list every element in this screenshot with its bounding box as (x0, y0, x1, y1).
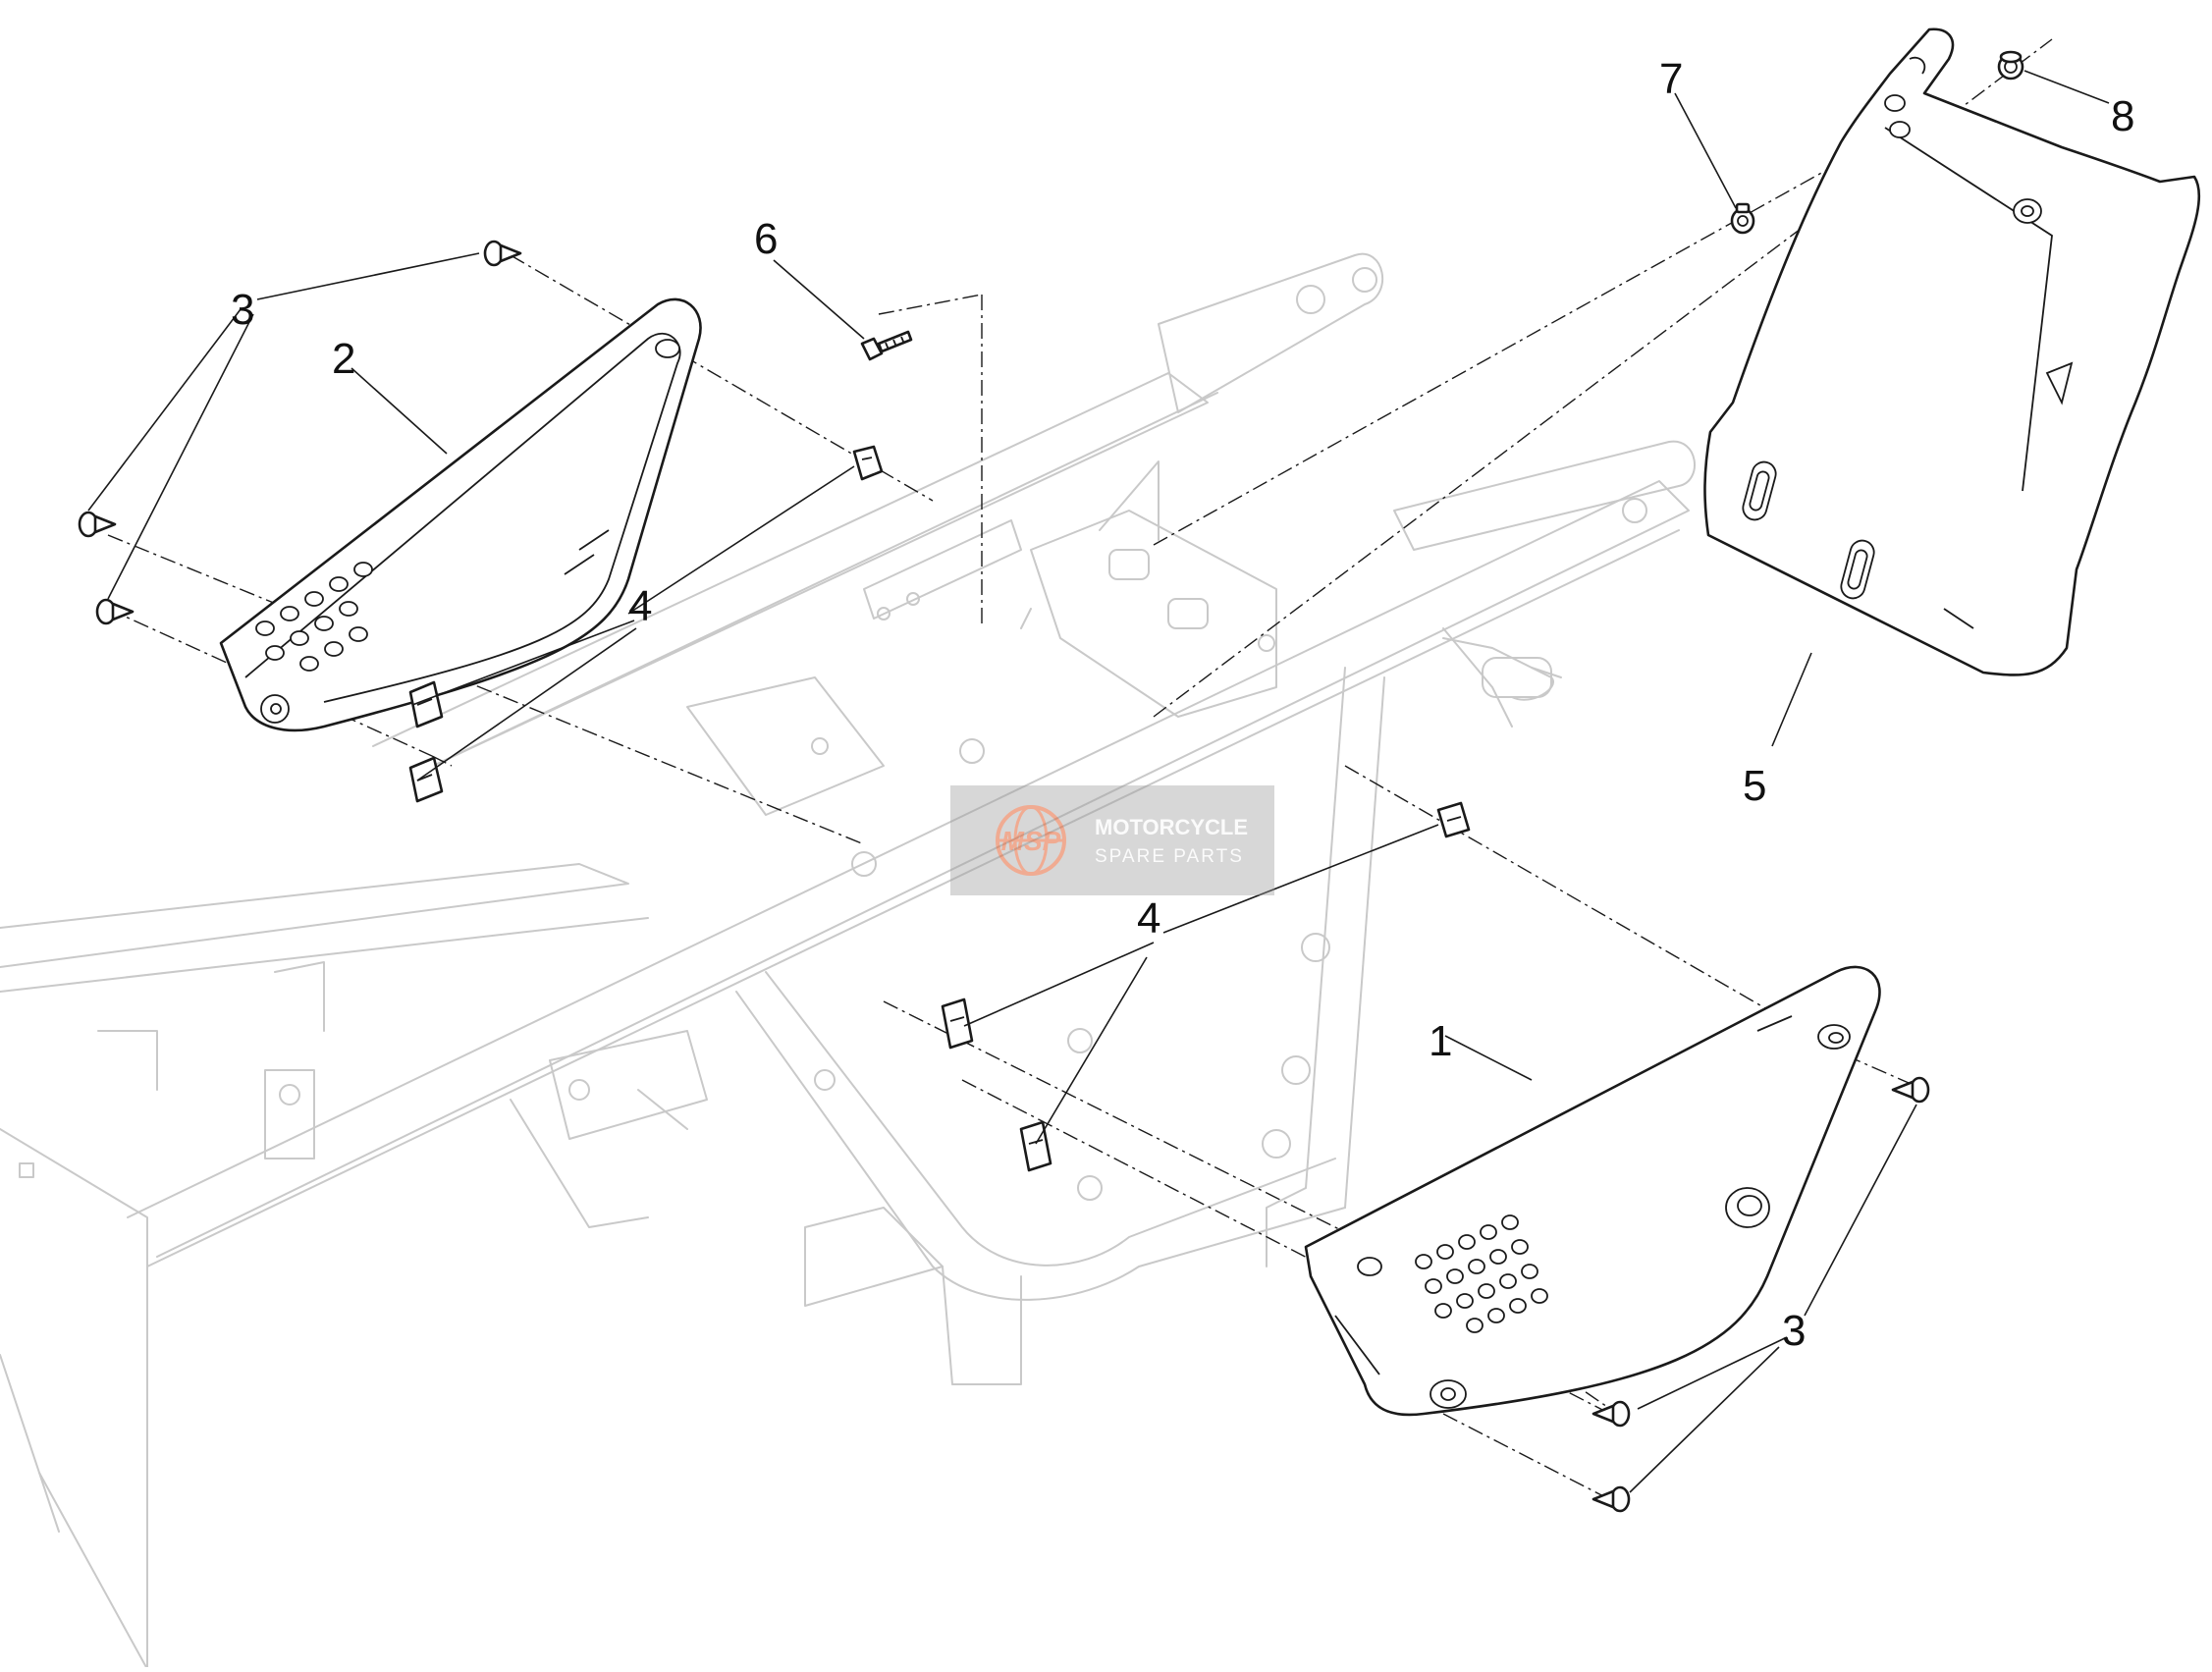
assembly-line (431, 755, 453, 767)
watermark-logo-text: MSP (1001, 826, 1061, 856)
motorcycle-frame (0, 252, 1696, 1670)
watermark: MSP MOTORCYCLE SPARE PARTS (950, 785, 1274, 895)
vent-holes (1415, 1214, 1548, 1333)
screw-icon (1592, 1400, 1631, 1428)
screw-icon (1592, 1485, 1631, 1513)
clip-icon (852, 445, 884, 481)
callout-6: 6 (754, 215, 778, 263)
callout-1: 1 (1429, 1017, 1452, 1065)
watermark-line1: MOTORCYCLE (1095, 815, 1248, 839)
clip-icon (1436, 801, 1471, 838)
side-cover-right[interactable] (1304, 965, 1881, 1417)
screw-icon (78, 511, 117, 538)
screw-icon (95, 598, 135, 625)
msp-logo-icon: MSP (996, 805, 1066, 876)
assembly-line (1153, 38, 2053, 718)
callout-3-left: 3 (231, 286, 254, 334)
assembly-line (1442, 1413, 1616, 1503)
callout-4-upper: 4 (628, 582, 652, 630)
callout-3-right: 3 (1782, 1307, 1806, 1355)
screw-icon (483, 240, 522, 267)
vent-holes (255, 562, 373, 672)
screws-left[interactable] (78, 240, 522, 625)
clip-icon (1019, 1120, 1052, 1172)
watermark-line2: SPARE PARTS (1095, 846, 1244, 867)
screw-icon (1891, 1076, 1930, 1104)
bush-8[interactable] (1997, 50, 2024, 81)
assembly-line (878, 294, 983, 315)
callout-2: 2 (332, 335, 355, 383)
clip-icon (408, 680, 444, 728)
callout-7: 7 (1659, 55, 1683, 103)
rear-shield-plate[interactable] (1703, 27, 2201, 676)
bolt-6[interactable] (860, 330, 913, 361)
side-cover-left[interactable] (219, 297, 702, 732)
assembly-line (1153, 136, 1886, 546)
assembly-line (107, 534, 865, 845)
callout-5: 5 (1743, 762, 1766, 810)
screws-right[interactable] (1592, 1076, 1930, 1513)
nut-7[interactable] (1730, 202, 1755, 235)
callout-8: 8 (2111, 92, 2134, 140)
clip-icon (941, 998, 974, 1050)
speed-nuts[interactable] (408, 445, 1471, 1172)
callout-4-lower: 4 (1137, 894, 1160, 943)
callout-labels: 1 2 3 3 4 4 5 6 7 8 (231, 55, 2134, 1355)
leader-lines (87, 70, 2110, 1493)
